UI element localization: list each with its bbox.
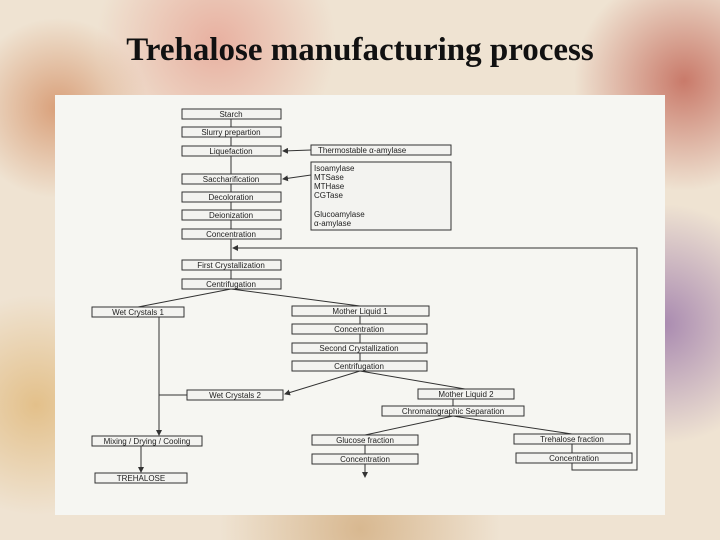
box-saccharification: Saccharification	[181, 173, 282, 185]
svg-text:First Crystallization: First Crystallization	[197, 261, 265, 270]
connectors	[137, 119, 638, 478]
box-glucose-fraction: Glucose fraction	[311, 434, 419, 446]
svg-text:Starch: Starch	[219, 110, 242, 119]
svg-text:Glucose fraction: Glucose fraction	[336, 436, 394, 445]
svg-text:Wet Crystals 2: Wet Crystals 2	[209, 391, 261, 400]
svg-text:TREHALOSE: TREHALOSE	[117, 474, 165, 483]
box-concentration-glucose: Concentration	[311, 453, 419, 465]
svg-text:Thermostable α-amylase: Thermostable α-amylase	[318, 146, 407, 155]
page-title: Trehalose manufacturing process	[126, 32, 594, 68]
svg-text:Centrifugation: Centrifugation	[334, 362, 384, 371]
svg-text:Second Crystallization: Second Crystallization	[319, 344, 398, 353]
svg-text:Trehalose fraction: Trehalose fraction	[540, 435, 604, 444]
box-first-crystallization: First Crystallization	[181, 259, 282, 271]
box-wet-crystals-2: Wet Crystals 2	[186, 389, 284, 401]
svg-text:Glucoamylase: Glucoamylase	[314, 210, 365, 219]
svg-text:Mother Liquid 2: Mother Liquid 2	[438, 390, 494, 399]
svg-text:Concentration: Concentration	[206, 230, 256, 239]
box-mixing-drying-cooling: Mixing / Drying / Cooling	[91, 435, 203, 447]
diagram-panel: Starch Slurry prepartion Liquefaction Sa…	[55, 95, 665, 515]
svg-text:Concentration: Concentration	[340, 455, 390, 464]
svg-text:Mother Liquid 1: Mother Liquid 1	[332, 307, 388, 316]
box-concentration-1: Concentration	[181, 228, 282, 240]
box-deionization: Deionization	[181, 209, 282, 221]
svg-text:Wet Crystals 1: Wet Crystals 1	[112, 308, 164, 317]
svg-text:Decoloration: Decoloration	[209, 193, 254, 202]
svg-text:α-amylase: α-amylase	[314, 219, 352, 228]
box-thermostable-amylase: Thermostable α-amylase	[310, 144, 452, 156]
svg-text:Deionization: Deionization	[209, 211, 253, 220]
svg-text:Slurry prepartion: Slurry prepartion	[201, 128, 260, 137]
svg-text:Concentration: Concentration	[334, 325, 384, 334]
box-slurry: Slurry prepartion	[181, 126, 282, 138]
box-second-crystallization: Second Crystallization	[291, 342, 428, 354]
box-decoloration: Decoloration	[181, 191, 282, 203]
box-concentration-trehalose: Concentration	[515, 452, 633, 464]
svg-text:Liquefaction: Liquefaction	[209, 147, 252, 156]
svg-text:Chromatographic Separation: Chromatographic Separation	[402, 407, 504, 416]
svg-text:MTHase: MTHase	[314, 182, 345, 191]
box-chromatographic-separation: Chromatographic Separation	[381, 405, 525, 417]
svg-text:Centrifugation: Centrifugation	[206, 280, 256, 289]
svg-text:Isoamylase: Isoamylase	[314, 164, 355, 173]
box-mother-liquid-2: Mother Liquid 2	[417, 388, 515, 400]
svg-text:Mixing / Drying / Cooling: Mixing / Drying / Cooling	[104, 437, 191, 446]
box-concentration-2: Concentration	[291, 323, 428, 335]
svg-text:Saccharification: Saccharification	[203, 175, 259, 184]
box-liquefaction: Liquefaction	[181, 145, 282, 157]
box-starch: Starch	[181, 108, 282, 120]
box-trehalose-product: TREHALOSE	[94, 472, 188, 484]
box-centrifugation-1: Centrifugation	[181, 278, 282, 290]
box-enzyme-list: Isoamylase MTSase MTHase CGTase Glucoamy…	[310, 161, 452, 231]
box-wet-crystals-1: Wet Crystals 1	[91, 306, 185, 318]
process-flow-diagram: Starch Slurry prepartion Liquefaction Sa…	[91, 108, 638, 484]
svg-text:Concentration: Concentration	[549, 454, 599, 463]
box-trehalose-fraction: Trehalose fraction	[513, 433, 631, 445]
svg-text:MTSase: MTSase	[314, 173, 344, 182]
svg-text:CGTase: CGTase	[314, 191, 343, 200]
box-mother-liquid-1: Mother Liquid 1	[291, 305, 430, 317]
box-centrifugation-2: Centrifugation	[291, 360, 428, 372]
